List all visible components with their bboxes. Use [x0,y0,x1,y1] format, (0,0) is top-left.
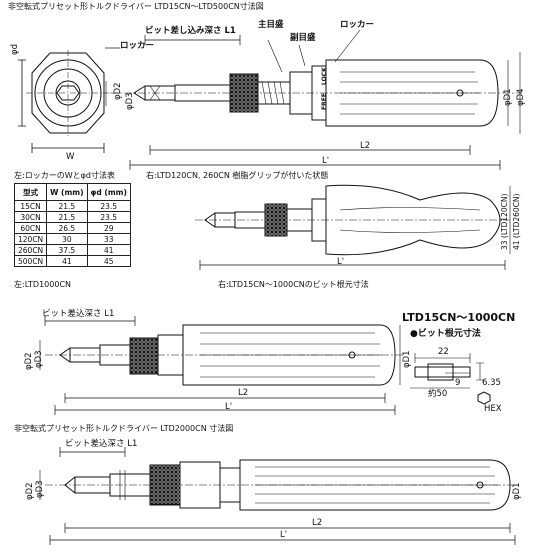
bottom-title: 非空転式プリセット形トルクドライバー LTD2000CN 寸法図 [14,424,234,433]
ltd1000-d1-label: φD1 [402,350,412,368]
cell: 41 [86,244,131,256]
ltd1000-l2-label: L2 [238,388,249,398]
bit-subtitle: ●ビット根元寸法 [410,329,481,339]
ltd1000-bit-depth-label: ビット差込深さ L1 [42,309,115,319]
dim-33-label: 33 (LTD120CN) [500,193,509,250]
bit-dim-50: 約50 [428,389,448,399]
grip-caption: 右:LTD120CN, 260CN 樹脂グリップが付いた状態 [146,171,329,180]
phi-d-label: φd [10,43,20,55]
free-label: FREE [321,93,328,110]
dim-41-label: 41 (LTD260CN) [512,193,521,250]
bottom-d1-label: φD1 [512,482,522,500]
locker-end-view [18,50,110,153]
cell: 37.5 [46,244,88,256]
cell: 29 [86,222,131,234]
bottom-bit-depth-label: ビット差込深さ L1 [65,439,138,449]
cell: 41 [46,255,88,267]
top-l-label: L' [322,156,330,166]
bottom-d2-label: φD2 [25,482,35,500]
bit-dim-22: 22 [438,347,449,357]
cell: 23.5 [86,211,131,223]
cell: 30 [46,233,88,245]
locker-left-label: ロッカー [120,41,155,51]
cell: 26.5 [46,222,88,234]
bit-dim-9: 9 [455,378,461,388]
bottom-d3-label: φD3 [35,480,45,498]
col-header-model: 型式 [13,183,48,201]
main-scale-label: 主目盛 [258,20,284,30]
locker-label: ロッカー [340,20,375,30]
cell: 23.5 [86,200,131,212]
middle-driver [195,184,511,270]
table-caption: 左:ロッカーのWとφd寸法表 [14,171,115,180]
cell: 33 [86,233,131,245]
top-d4-label: φD4 [516,88,526,106]
ltd1000-d2-label: φD2 [24,352,34,370]
top-title: 非空転式プリセット形トルクドライバー LTD15CN～LTD500CN寸法図 [8,2,264,11]
cell: 45 [86,255,131,267]
bit-root-diagram [410,353,491,405]
ltd1000-driver [39,316,405,415]
middle-l-label: L' [337,257,345,267]
col-header-phi-d: φd (mm) [86,183,131,201]
ltd2000-driver [39,447,520,545]
cell: 21.5 [46,200,88,212]
cell: 500CN [13,255,48,267]
sub-scale-label: 副目盛 [290,33,316,43]
bit-hex-label: HEX [484,404,502,414]
cell: 30CN [13,211,48,223]
top-l2-label: L2 [360,141,371,151]
top-d1-label: φD1 [503,88,513,106]
top-bit-depth-label: ビット差し込み深さ L1 [145,26,236,36]
cell: 21.5 [46,211,88,223]
w-label: W [66,152,75,162]
top-driver [105,29,521,170]
cell: 60CN [13,222,48,234]
bit-dim-635: 6.35 [482,378,501,388]
ltd1000-l-label: L' [225,402,233,412]
ltd1000-d3-label: φD3 [34,350,44,368]
lock-label: LOCK [321,67,328,85]
bit-root-caption: 右:LTD15CN～1000CNのビット根元寸法 [218,280,369,289]
bit-title: LTD15CN～1000CN [402,311,516,324]
cell: 120CN [13,233,48,245]
top-d2-label: φD2 [113,82,123,100]
ltd1000-caption: 左:LTD1000CN [14,280,72,289]
bottom-l2-label: L2 [312,518,323,528]
bottom-l-label: L' [280,530,288,540]
cell: 260CN [13,244,48,256]
cell: 15CN [13,200,48,212]
col-header-w: W (mm) [46,183,88,201]
top-d3-label: φD3 [125,92,135,110]
